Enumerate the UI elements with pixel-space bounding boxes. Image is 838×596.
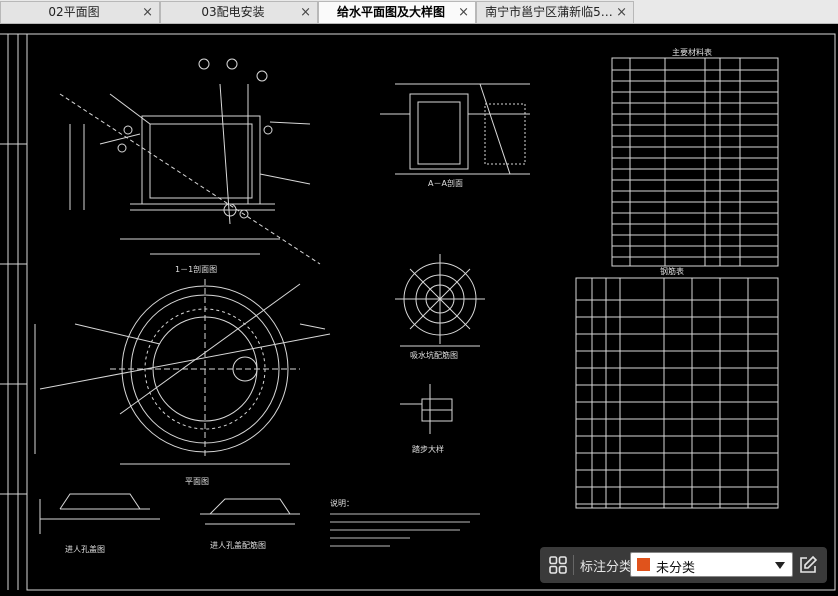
tab-label: 给水平面图及大样图: [336, 5, 445, 19]
title-section-1-1: 1－1剖面图: [175, 264, 217, 274]
drawing-frame: [26, 33, 836, 591]
tab-water-supply[interactable]: 给水平面图及大样图 ×: [318, 1, 476, 23]
section-a-a: [380, 83, 530, 175]
title-plan: 平面图: [185, 477, 209, 486]
notes-heading: 说明：: [330, 498, 354, 508]
close-icon[interactable]: ×: [458, 5, 469, 20]
title-manhole: 进人孔盖图: [65, 544, 105, 554]
plan-view: [34, 279, 331, 465]
materials-table: [611, 57, 779, 267]
close-icon[interactable]: ×: [616, 5, 627, 20]
annotation-category-label: 标注分类: [580, 560, 633, 575]
tab-label: 02平面图: [48, 5, 100, 19]
notes-block: [330, 513, 480, 547]
chevron-down-icon[interactable]: [775, 562, 785, 569]
title-pit-rebar: 吸水坑配筋图: [410, 350, 458, 360]
title-section-a-a: A－A剖面: [428, 178, 463, 188]
pit-rebar-plan: [395, 254, 485, 347]
tab-bar: 02平面图 × 03配电安装 × 给水平面图及大样图 × 南宁市邕宁区蒲新临5……: [0, 0, 838, 24]
title-step-detail: 踏步大样: [412, 444, 444, 454]
category-color-swatch: [637, 558, 650, 571]
category-value: 未分类: [656, 561, 696, 576]
tab-label: 南宁市邕宁区蒲新临5…: [485, 5, 613, 19]
title-vent: 进人孔盖配筋图: [210, 540, 266, 550]
tab-nanning[interactable]: 南宁市邕宁区蒲新临5… ×: [476, 1, 634, 23]
step-detail: [400, 384, 453, 434]
section-1-1: [59, 58, 321, 265]
close-icon[interactable]: ×: [142, 5, 153, 20]
cad-drawing: 1－1剖面图 A－A剖面 平面图 吸水坑配筋图 踏步大样 进人孔盖图 进人孔盖配…: [0, 33, 836, 591]
tab-label: 03配电安装: [201, 5, 265, 19]
title-materials: 主要材料表: [672, 47, 712, 57]
toolbar-divider: [573, 555, 574, 575]
tab-02-plan[interactable]: 02平面图 ×: [0, 1, 160, 23]
title-rebar-table: 钢筋表: [660, 266, 684, 276]
rebar-table: [575, 277, 779, 509]
grid-icon[interactable]: [548, 555, 568, 575]
annotation-toolbar: 标注分类 未分类: [540, 547, 827, 583]
close-icon[interactable]: ×: [300, 5, 311, 20]
edit-icon[interactable]: [798, 555, 818, 575]
manhole-detail: [39, 493, 300, 534]
category-select[interactable]: 未分类: [630, 552, 793, 577]
tab-03-power[interactable]: 03配电安装 ×: [160, 1, 318, 23]
drawing-canvas[interactable]: 1－1剖面图 A－A剖面 平面图 吸水坑配筋图 踏步大样 进人孔盖图 进人孔盖配…: [0, 24, 838, 592]
